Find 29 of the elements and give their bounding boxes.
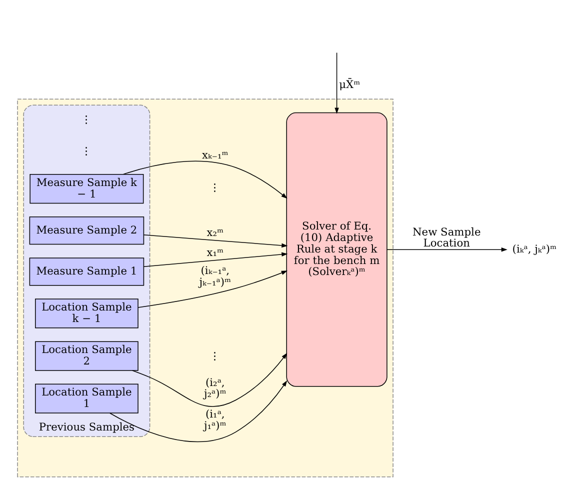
- edge-label: x₁ᵐ: [206, 246, 224, 259]
- edge-label: (i₂ᵃ, j₂ᵃ)ᵐ: [204, 376, 226, 400]
- label: ⋮: [81, 113, 92, 126]
- arrow: [138, 270, 288, 308]
- label: ⋮: [210, 180, 221, 194]
- node-box: Location Sample 2: [35, 341, 138, 371]
- node-text: (iₖᵃ, jₖᵃ)ᵐ: [512, 242, 557, 256]
- arrow: [132, 352, 288, 407]
- arrow: [110, 380, 288, 442]
- edge-label: x₂ᵐ: [206, 226, 224, 240]
- label: ⋮: [210, 350, 221, 363]
- node-box: Location Sample 1: [35, 384, 138, 414]
- node-box: Measure Sample 2: [29, 216, 144, 245]
- node-box: Solver of Eq. (10) Adaptive Rule at stage k for the bench m (Solverₖᵃ)ᵐ: [286, 112, 388, 387]
- edge-label: xₖ₋₁ᵐ: [202, 148, 228, 162]
- arrow: [334, 52, 339, 114]
- node-box: Measure Sample 1: [29, 258, 144, 286]
- edge-label: μX̄ᵐ: [339, 78, 360, 91]
- node-box: Location Sample k − 1: [35, 298, 138, 328]
- edge-label: (iₖ₋₁ᵃ, jₖ₋₁ᵃ)ᵐ: [199, 264, 232, 288]
- edge-label: (i₁ᵃ, j₁ᵃ)ᵐ: [204, 408, 226, 432]
- arrow: [122, 160, 288, 199]
- label: ⋮: [81, 144, 92, 158]
- edge-label: New Sample Location: [412, 225, 481, 250]
- node-box: Measure Sample k − 1: [30, 174, 144, 204]
- arrow: [144, 252, 288, 268]
- arrow: [144, 234, 288, 248]
- cluster: [17, 98, 394, 478]
- arrow: [386, 247, 508, 252]
